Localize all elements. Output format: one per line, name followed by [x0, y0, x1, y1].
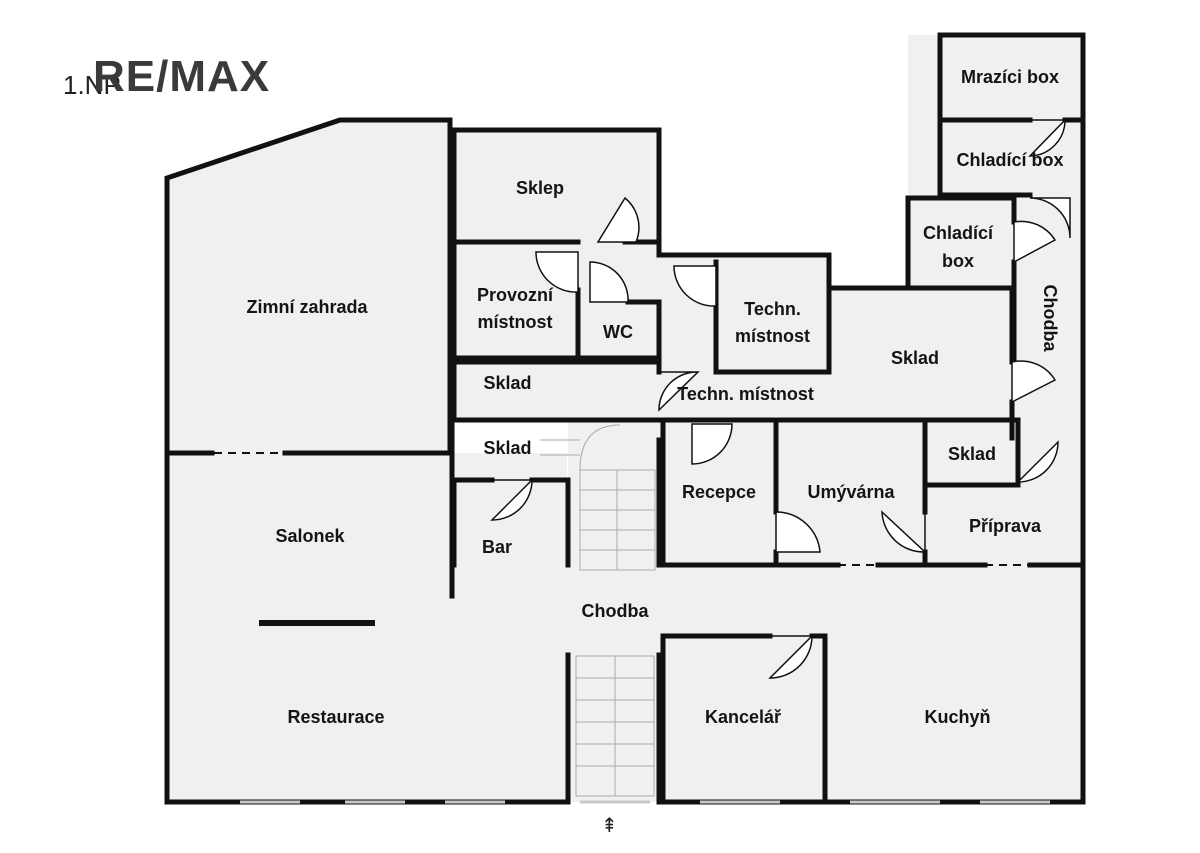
door-wc: [589, 261, 629, 303]
door-priprava: [881, 510, 926, 554]
walls: [164, 32, 1086, 805]
room-chodba-right: Chodba: [1040, 284, 1060, 352]
door-sklad-small: [1017, 438, 1059, 484]
room-chladici-box-left-line1: Chladící: [922, 223, 993, 243]
doors: [490, 119, 1071, 679]
room-restaurace: Restaurace: [287, 707, 385, 727]
door-sklad-right: [1011, 360, 1057, 404]
door-techn-wide: [658, 371, 700, 412]
room-mrazici-box: Mrazíci box: [960, 67, 1060, 87]
room-recepce: Recepce: [681, 482, 757, 502]
room-sklad-mid: Sklad: [483, 373, 532, 393]
room-chladici-box-top: Chladící box: [956, 150, 1064, 170]
wall-techn-inner: [713, 259, 832, 375]
door-chladici-top: [1029, 197, 1071, 239]
room-chodba-center: Chodba: [581, 601, 649, 621]
wall-sklep: [451, 127, 662, 245]
floor-fills: [167, 35, 1083, 802]
room-sklep: Sklep: [515, 178, 565, 198]
door-kancelar: [768, 635, 814, 679]
room-salonek: Salonek: [275, 526, 345, 546]
wall-zimni-outer: [164, 117, 570, 805]
room-priprava: Příprava: [968, 516, 1042, 536]
wall-chladici-left: [905, 195, 1017, 291]
wall-bar: [451, 477, 495, 568]
door-chladici-left: [1013, 220, 1057, 264]
room-umyvarna: Umývárna: [807, 482, 895, 502]
room-kancelar: Kancelář: [704, 707, 782, 727]
room-provozni-line2: místnost: [477, 312, 553, 332]
room-techn-mistnost-wide: Techn. místnost: [677, 384, 814, 404]
room-sklad-small: Sklad: [947, 444, 997, 464]
room-techn-line1: Techn.: [744, 299, 801, 319]
wall-wc: [575, 299, 662, 361]
door-provozni: [535, 251, 579, 293]
zimni-zahrada-floor: [167, 120, 450, 453]
wall-right-outer: [660, 32, 1086, 805]
stair-curve: [579, 424, 621, 471]
room-provozni-line1: Provozní: [476, 285, 553, 305]
doorways-dashed: [214, 452, 1030, 566]
door-recepce: [691, 423, 733, 465]
room-kuchyn: Kuchyň: [924, 707, 991, 727]
entrance-arrow-icon: ⇞: [601, 813, 618, 837]
room-bar: Bar: [481, 537, 512, 557]
room-zimni-zahrada: Zimní zahrada: [246, 297, 368, 317]
room-sklad-stairs: Sklad: [483, 438, 532, 458]
room-chladici-box-left-line2: box: [941, 251, 974, 271]
door-umyvarna: [775, 511, 821, 553]
room-wc: WC: [603, 322, 633, 342]
stairs-upper: [540, 424, 656, 571]
remax-logo: RE/MAX: [93, 52, 271, 101]
stairs-lower: [575, 655, 655, 797]
door-bar: [490, 479, 534, 521]
room-sklad-right: Sklad: [890, 348, 940, 368]
wall-kancelar: [660, 633, 773, 805]
room-techn-line2: místnost: [734, 326, 810, 346]
floor-label: 1.NP: [63, 70, 121, 100]
door-techn: [673, 265, 717, 307]
door-mrazici: [1028, 119, 1067, 157]
door-sklep: [596, 196, 640, 243]
bar-floor: [454, 480, 568, 802]
wall-techn: [656, 239, 832, 291]
